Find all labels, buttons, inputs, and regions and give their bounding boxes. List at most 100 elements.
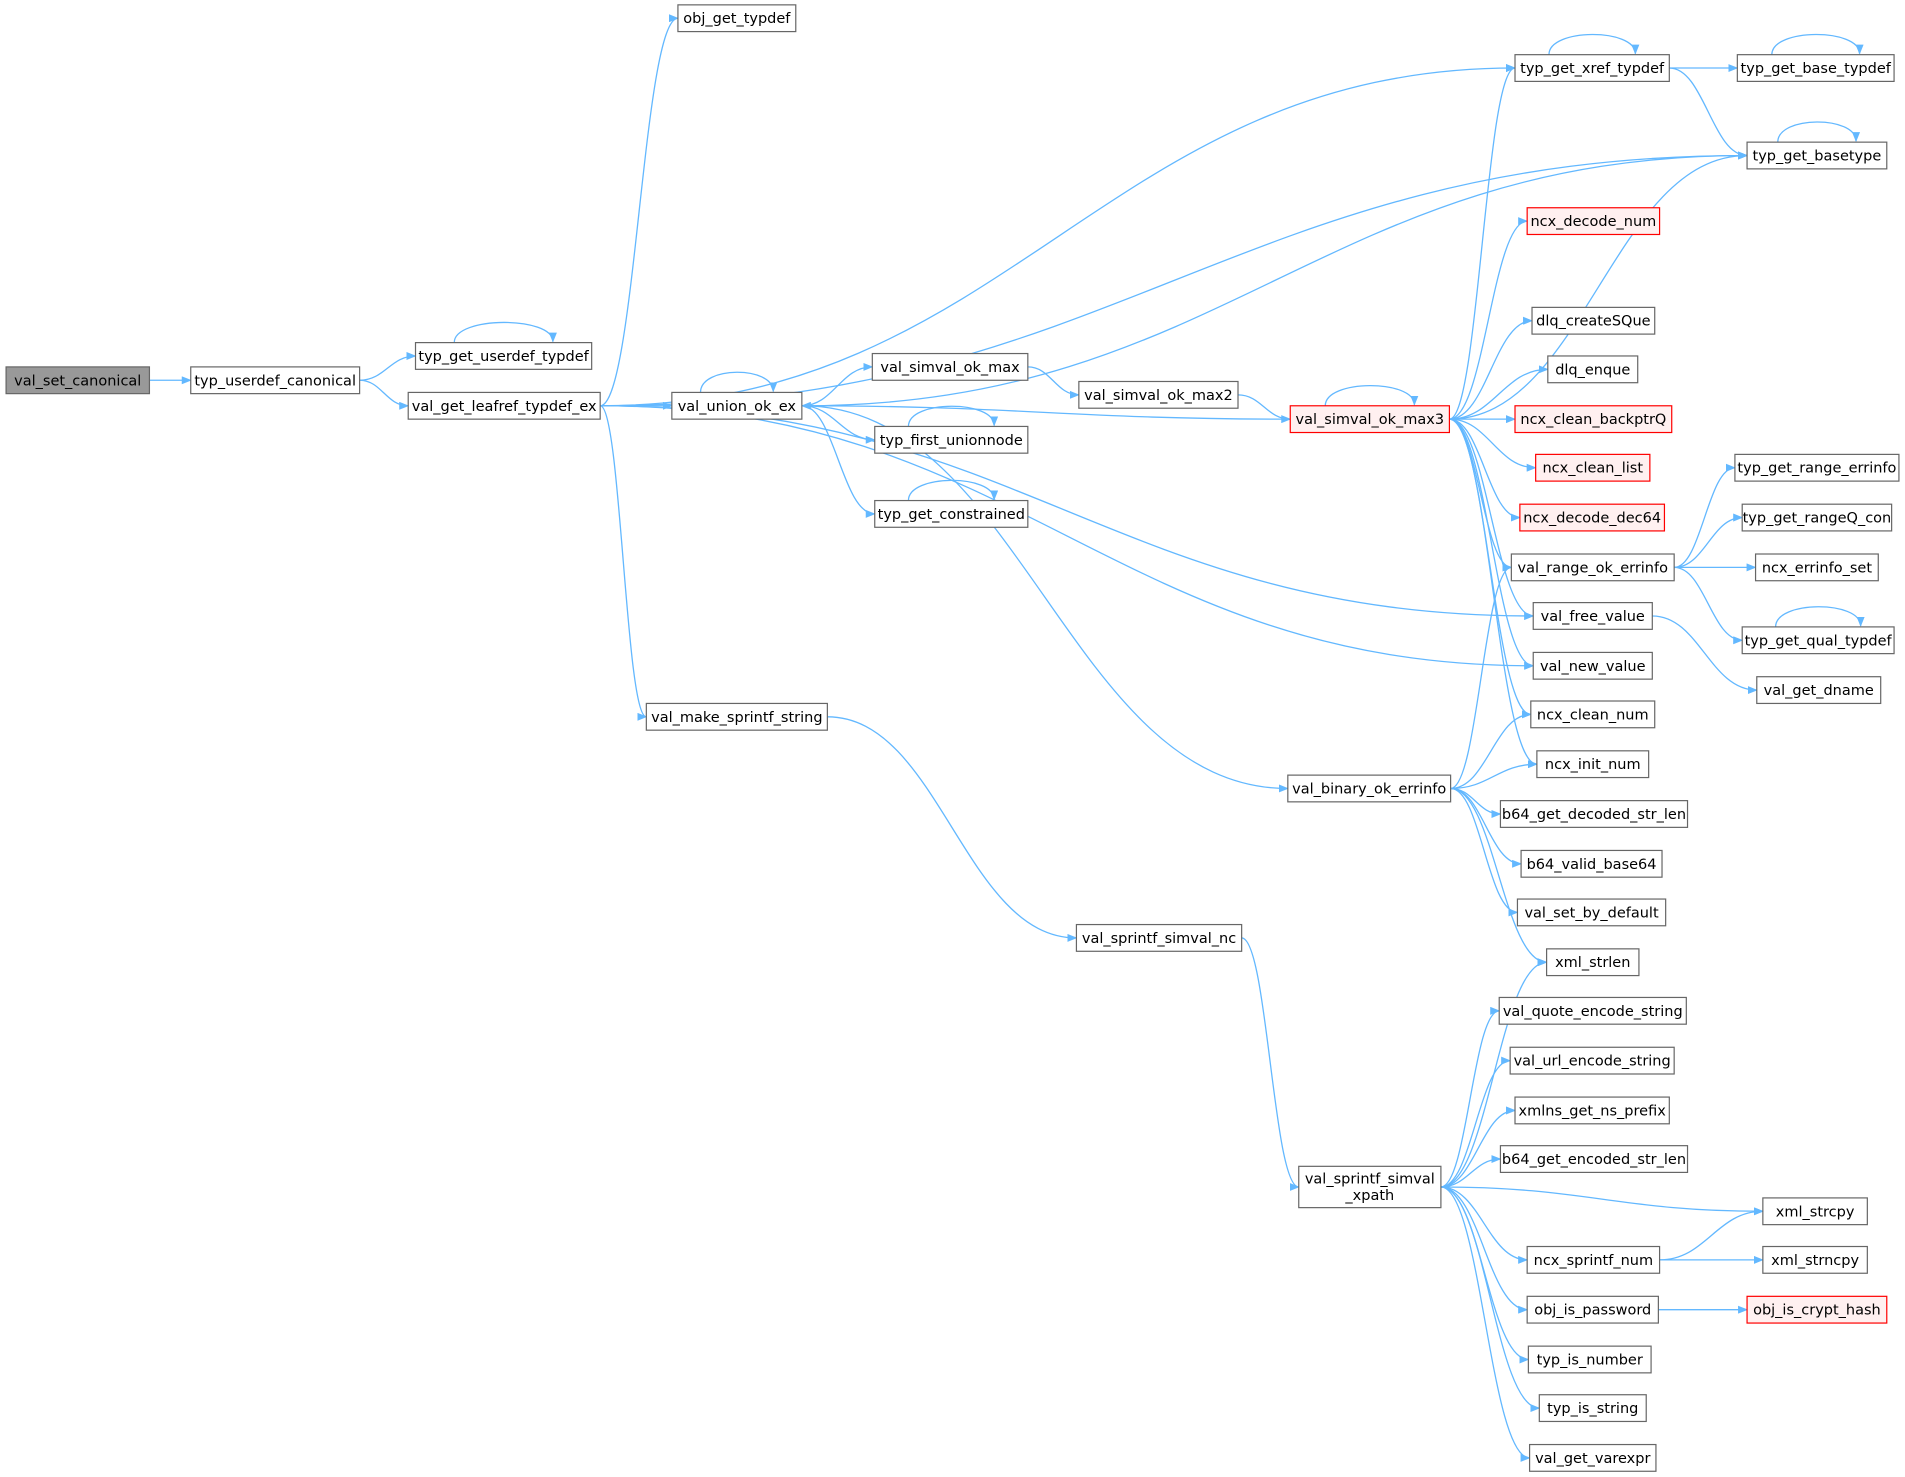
node-val-free-value[interactable]: val_free_value xyxy=(1532,602,1653,630)
node-label: typ_is_string xyxy=(1547,1401,1638,1417)
node-label: typ_get_qual_typdef xyxy=(1745,633,1893,649)
node-typ-get-base-typdef[interactable]: typ_get_base_typdef xyxy=(1736,54,1895,82)
node-typ-is-number[interactable]: typ_is_number xyxy=(1527,1345,1652,1374)
node-val-sprintf-simval-xpath[interactable]: val_sprintf_simval_xpath xyxy=(1298,1165,1442,1209)
node-val-quote-encode-string[interactable]: val_quote_encode_string xyxy=(1498,996,1687,1025)
node-typ-get-range-errinfo[interactable]: typ_get_range_errinfo xyxy=(1734,453,1900,482)
node-label: val_make_sprintf_string xyxy=(651,710,822,726)
node-ncx-decode-dec64[interactable]: ncx_decode_dec64 xyxy=(1519,503,1666,532)
node-val-new-value[interactable]: val_new_value xyxy=(1532,651,1653,680)
edge-val_make_sprintf_string-to-val_sprintf_simval_nc xyxy=(827,716,1078,942)
edge-val_simval_ok_max3-to-dlq_createSQue xyxy=(1449,316,1534,420)
node-label: typ_is_number xyxy=(1537,1352,1643,1368)
node-val-url-encode-string[interactable]: val_url_encode_string xyxy=(1509,1046,1675,1075)
edge-val_simval_ok_max3-to-val_simval_ok_max3 xyxy=(1324,384,1419,406)
node-label: val_get_varexpr xyxy=(1535,1451,1650,1467)
node-label: val_quote_encode_string xyxy=(1503,1004,1683,1020)
node-label: val_simval_ok_max2 xyxy=(1084,388,1233,404)
node-typ-get-rangeQ-con[interactable]: typ_get_rangeQ_con xyxy=(1741,503,1893,532)
node-box xyxy=(1741,626,1895,655)
edge-typ_get_base_typdef-to-typ_get_base_typdef xyxy=(1771,33,1864,55)
node-val-simval-ok-max3[interactable]: val_simval_ok_max3 xyxy=(1289,405,1451,434)
node-label: typ_get_basetype xyxy=(1753,149,1882,165)
node-ncx-decode-num[interactable]: ncx_decode_num xyxy=(1526,207,1661,236)
node-b64-valid-base64[interactable]: b64_valid_base64 xyxy=(1520,849,1663,878)
node-ncx-clean-list[interactable]: ncx_clean_list xyxy=(1535,453,1651,482)
node-box xyxy=(1754,553,1879,582)
node-box xyxy=(1736,54,1895,82)
node-label: ncx_errinfo_set xyxy=(1762,560,1873,576)
node-val-get-leafref-typdef-ex[interactable]: val_get_leafref_typdef_ex xyxy=(407,391,601,420)
node-b64-get-decoded-str-len[interactable]: b64_get_decoded_str_len xyxy=(1499,800,1689,828)
node-label: obj_is_crypt_hash xyxy=(1753,1303,1881,1319)
node-label: typ_get_range_errinfo xyxy=(1737,461,1896,477)
node-typ-get-userdef-typdef[interactable]: typ_get_userdef_typdef xyxy=(414,342,593,370)
node-typ-userdef-canonical[interactable]: typ_userdef_canonical xyxy=(190,366,361,395)
node-xml-strncpy[interactable]: xml_strncpy xyxy=(1762,1245,1868,1274)
node-typ-get-qual-typdef[interactable]: typ_get_qual_typdef xyxy=(1741,626,1895,655)
node-box xyxy=(1526,1245,1661,1274)
edge-typ_get_qual_typdef-to-typ_get_qual_typdef xyxy=(1774,606,1865,627)
node-val-simval-ok-max[interactable]: val_simval_ok_max xyxy=(871,352,1029,381)
edge-val_get_leafref_typdef_ex-to-val_new_value xyxy=(600,405,1535,670)
node-val-binary-ok-errinfo[interactable]: val_binary_ok_errinfo xyxy=(1287,774,1452,803)
node-typ-is-string[interactable]: typ_is_string xyxy=(1538,1394,1647,1423)
node-ncx-clean-num[interactable]: ncx_clean_num xyxy=(1530,700,1656,729)
node-ncx-sprintf-num[interactable]: ncx_sprintf_num xyxy=(1526,1245,1661,1274)
node-typ-get-basetype[interactable]: typ_get_basetype xyxy=(1746,141,1888,170)
node-box xyxy=(190,366,361,395)
node-ncx-errinfo-set[interactable]: ncx_errinfo_set xyxy=(1754,553,1879,582)
node-xml-strlen[interactable]: xml_strlen xyxy=(1545,948,1640,977)
node-val-set-by-default[interactable]: val_set_by_default xyxy=(1516,898,1667,927)
edge-val_get_leafref_typdef_ex-to-obj_get_typdef xyxy=(599,14,679,407)
node-xmlns-get-ns-prefix[interactable]: xmlns_get_ns_prefix xyxy=(1514,1096,1670,1125)
node-val-simval-ok-max2[interactable]: val_simval_ok_max2 xyxy=(1078,380,1239,409)
node-ncx-init-num[interactable]: ncx_init_num xyxy=(1536,750,1650,779)
node-label: ncx_clean_num xyxy=(1537,707,1649,723)
node-dlq-enque[interactable]: dlq_enque xyxy=(1547,355,1639,384)
edge-val_union_ok_ex-to-val_simval_ok_max xyxy=(801,362,874,407)
node-val-set-canonical[interactable]: val_set_canonical xyxy=(5,366,151,395)
node-box xyxy=(1532,602,1653,630)
node-val-range-ok-errinfo[interactable]: val_range_ok_errinfo xyxy=(1510,553,1675,582)
edge-val_sprintf_simval_nc-to-val_sprintf_simval_xpath xyxy=(1241,937,1300,1191)
node-box xyxy=(1756,676,1882,705)
node-label: dlq_enque xyxy=(1555,362,1630,378)
node-b64-get-encoded-str-len[interactable]: b64_get_encoded_str_len xyxy=(1499,1145,1689,1174)
node-box xyxy=(1547,355,1639,384)
node-box xyxy=(1527,1345,1652,1374)
edge-val_union_ok_ex-to-typ_get_constrained xyxy=(801,405,876,518)
node-typ-get-xref-typdef[interactable]: typ_get_xref_typdef xyxy=(1514,54,1670,82)
edge-val_sprintf_simval_xpath-to-ncx_sprintf_num xyxy=(1440,1186,1529,1264)
node-obj-get-typdef[interactable]: obj_get_typdef xyxy=(677,4,797,33)
node-label: val_sprintf_simval_xpath xyxy=(1305,1172,1435,1205)
node-obj-is-password[interactable]: obj_is_password xyxy=(1526,1295,1659,1324)
node-typ-first-unionnode[interactable]: typ_first_unionnode xyxy=(874,425,1029,454)
node-val-union-ok-ex[interactable]: val_union_ok_ex xyxy=(671,391,803,420)
node-label: typ_get_userdef_typdef xyxy=(418,349,589,365)
edge-typ_userdef_canonical-to-val_get_leafref_typdef_ex xyxy=(359,379,410,410)
node-box xyxy=(1498,996,1687,1025)
node-val-make-sprintf-string[interactable]: val_make_sprintf_string xyxy=(645,702,828,731)
node-label: b64_get_decoded_str_len xyxy=(1502,807,1686,823)
node-xml-strcpy[interactable]: xml_strcpy xyxy=(1762,1197,1868,1226)
edge-val_binary_ok_errinfo-to-ncx_clean_num xyxy=(1450,710,1532,790)
node-label: xmlns_get_ns_prefix xyxy=(1519,1103,1667,1119)
edge-val_get_leafref_typdef_ex-to-typ_get_basetype xyxy=(600,151,1749,407)
node-label: typ_get_xref_typdef xyxy=(1520,61,1665,77)
node-box xyxy=(1499,1145,1689,1174)
node-ncx-clean-backptrQ[interactable]: ncx_clean_backptrQ xyxy=(1514,405,1673,434)
node-val-get-dname[interactable]: val_get_dname xyxy=(1756,676,1882,705)
node-box xyxy=(1536,750,1650,779)
node-label: dlq_createSQue xyxy=(1536,314,1651,330)
node-val-sprintf-simval-nc[interactable]: val_sprintf_simval_nc xyxy=(1075,923,1243,952)
edge-val_simval_ok_max3-to-dlq_enque xyxy=(1449,365,1549,420)
node-val-get-varexpr[interactable]: val_get_varexpr xyxy=(1528,1443,1657,1472)
node-label: ncx_clean_list xyxy=(1542,461,1643,477)
node-label: ncx_decode_dec64 xyxy=(1523,511,1661,527)
node-dlq-createSQue[interactable]: dlq_createSQue xyxy=(1531,306,1656,335)
node-obj-is-crypt-hash[interactable]: obj_is_crypt_hash xyxy=(1746,1295,1888,1324)
node-typ-get-constrained[interactable]: typ_get_constrained xyxy=(874,499,1029,528)
edge-layer xyxy=(149,14,1865,1462)
edge-val_get_leafref_typdef_ex-to-val_make_sprintf_string xyxy=(599,405,648,721)
